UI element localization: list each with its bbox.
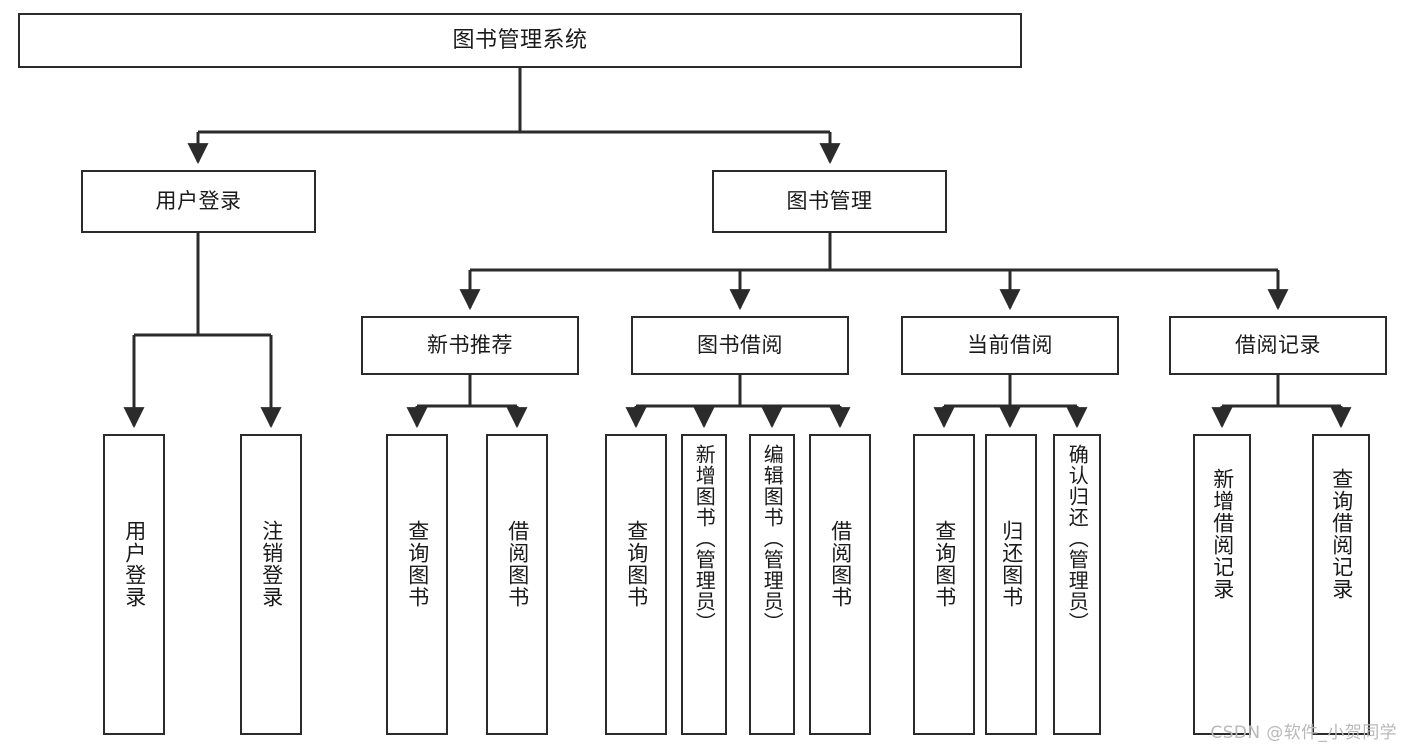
node-leaf-borrow-book-1-label: 借阅图书 [505,520,530,608]
node-leaf-return-book[interactable]: 归还图书 [985,434,1037,735]
node-leaf-confirm-return[interactable]: 确认归还（管理员） [1053,434,1101,735]
node-leaf-borrow-book-2[interactable]: 借阅图书 [809,434,871,735]
node-leaf-query-book-3-label: 查询图书 [932,520,957,608]
node-leaf-edit-book[interactable]: 编辑图书（管理员） [749,434,795,735]
watermark-text: CSDN @软件_小贺同学 [1210,723,1397,743]
node-leaf-user-login[interactable]: 用户登录 [103,434,165,735]
node-leaf-user-login-label: 用户登录 [122,520,147,608]
node-borrow-record-label: 借阅记录 [1235,333,1321,358]
node-leaf-query-book-2-label: 查询图书 [624,520,649,608]
node-leaf-query-record[interactable]: 查询借阅记录 [1312,434,1370,735]
node-book-borrow-label: 图书借阅 [697,333,783,358]
node-leaf-query-book-1-label: 查询图书 [405,520,430,608]
node-current-borrow[interactable]: 当前借阅 [901,316,1119,375]
node-book-manage[interactable]: 图书管理 [712,170,947,233]
node-new-book-rec-label: 新书推荐 [427,333,513,358]
node-root[interactable]: 图书管理系统 [18,13,1022,68]
node-current-borrow-label: 当前借阅 [967,333,1053,358]
node-user-login-label: 用户登录 [155,189,242,214]
node-leaf-return-book-label: 归还图书 [999,520,1024,608]
node-leaf-add-book-label: 新增图书（管理员） [692,444,717,633]
node-leaf-logout[interactable]: 注销登录 [240,434,302,735]
node-new-book-rec[interactable]: 新书推荐 [361,316,579,375]
node-leaf-confirm-return-label: 确认归还（管理员） [1065,444,1090,633]
node-leaf-query-record-label: 查询借阅记录 [1329,468,1354,600]
node-root-label: 图书管理系统 [452,27,588,53]
node-leaf-add-record[interactable]: 新增借阅记录 [1193,434,1251,735]
node-leaf-logout-label: 注销登录 [259,520,284,608]
node-leaf-borrow-book-2-label: 借阅图书 [828,520,853,608]
node-leaf-add-book[interactable]: 新增图书（管理员） [681,434,727,735]
node-book-manage-label: 图书管理 [786,189,873,214]
node-leaf-borrow-book-1[interactable]: 借阅图书 [486,434,548,735]
node-user-login[interactable]: 用户登录 [81,170,316,233]
node-leaf-query-book-1[interactable]: 查询图书 [386,434,448,735]
node-borrow-record[interactable]: 借阅记录 [1169,316,1387,375]
node-leaf-add-record-label: 新增借阅记录 [1210,468,1235,600]
node-leaf-query-book-2[interactable]: 查询图书 [605,434,667,735]
node-leaf-query-book-3[interactable]: 查询图书 [913,434,975,735]
node-leaf-edit-book-label: 编辑图书（管理员） [760,444,785,633]
node-book-borrow[interactable]: 图书借阅 [631,316,849,375]
